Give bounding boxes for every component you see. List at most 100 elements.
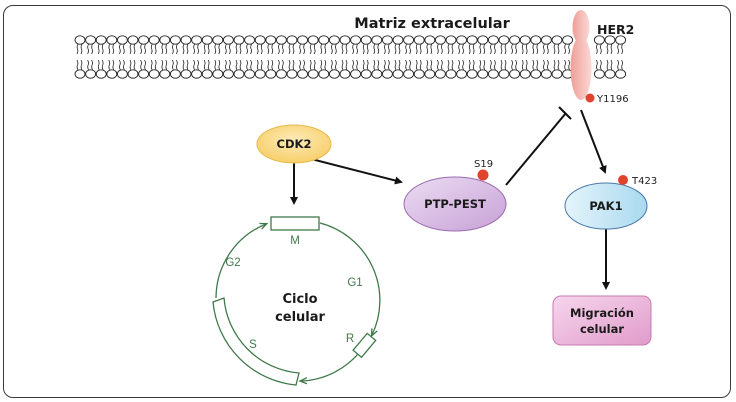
ptp-pest-node[interactable]: PTP-PEST: [403, 176, 507, 232]
lipid-tail: [621, 43, 623, 55]
cycle-arc-g2: [215, 224, 266, 299]
lipid-tail: [303, 43, 305, 55]
lipid-head: [424, 69, 436, 79]
lipid-head: [413, 35, 425, 45]
lipid-tail: [225, 59, 227, 71]
restriction-point-box: [352, 332, 377, 359]
lipid-tail: [140, 43, 142, 55]
lipid-tail: [515, 43, 517, 55]
lipid-head: [138, 69, 150, 79]
cell-membrane: [74, 35, 627, 79]
lipid-tail: [108, 43, 111, 55]
lipid-tail: [288, 43, 291, 55]
lipid-tail: [366, 59, 369, 71]
lipid-head: [265, 69, 277, 79]
lipid-tail: [207, 59, 210, 71]
lipid-tail: [214, 43, 217, 55]
lipid-tail: [225, 43, 227, 55]
lipid-tail: [207, 43, 210, 55]
lipid-head: [593, 69, 605, 79]
lipid-tail: [430, 59, 433, 71]
lipid-tail: [154, 43, 157, 55]
lipid-tail: [172, 43, 174, 55]
lipid-tail: [101, 43, 104, 55]
lipid-head: [487, 69, 499, 79]
lipid-head: [212, 69, 224, 79]
lipid-head: [350, 69, 362, 79]
lipid-tail: [250, 43, 252, 55]
lipid-tail: [504, 43, 507, 55]
lipid-tail: [97, 43, 100, 55]
lipid-tail: [235, 43, 238, 55]
lipid-head: [360, 35, 372, 45]
lipid-head: [509, 35, 521, 45]
lipid-tail: [129, 43, 132, 55]
lipid-head: [604, 35, 616, 45]
lipid-tail: [271, 59, 274, 71]
lipid-tail: [91, 59, 93, 71]
lipid-tail: [203, 43, 206, 55]
lipid-tail: [112, 59, 115, 71]
lipid-head: [519, 69, 531, 79]
lipid-head: [540, 69, 552, 79]
lipid-head: [74, 35, 86, 45]
lipid-head: [169, 35, 181, 45]
lipid-tail: [176, 43, 178, 55]
lipid-tail: [186, 43, 189, 55]
her2-receptor[interactable]: [570, 10, 592, 100]
lipid-head: [222, 69, 234, 79]
lipid-head: [127, 69, 139, 79]
lipid-head: [233, 69, 245, 79]
lipid-tail: [246, 59, 248, 71]
lipid-tail: [76, 59, 79, 71]
lipid-head: [593, 35, 605, 45]
cycle-arc-r-to-s: [301, 348, 363, 381]
lipid-head: [180, 69, 192, 79]
lipid-head: [297, 69, 309, 79]
lipid-tail: [430, 43, 433, 55]
lipid-tail: [278, 59, 280, 71]
cell-migration-label-line1: Migración: [570, 306, 634, 320]
lipid-tail: [409, 43, 411, 55]
lipid-tail: [377, 43, 380, 55]
pak1-node[interactable]: PAK1: [564, 182, 648, 230]
lipid-tail: [256, 59, 259, 71]
lipid-tail: [462, 43, 464, 55]
cell-cycle-title-line2: celular: [275, 310, 325, 325]
lipid-head: [477, 69, 489, 79]
lipid-tail: [451, 43, 454, 55]
lipid-head: [138, 35, 150, 45]
lipid-tail: [366, 43, 369, 55]
lipid-tail: [313, 43, 316, 55]
cdk2-ellipse: [256, 124, 332, 164]
lipid-head: [201, 35, 213, 45]
lipid-tail: [490, 43, 492, 55]
lipid-head: [530, 35, 542, 45]
lipid-head: [148, 69, 160, 79]
lipid-tail: [536, 43, 539, 55]
lipid-tail: [494, 59, 496, 71]
lipid-tail: [441, 43, 443, 55]
lipid-tail: [112, 43, 115, 55]
cdk2-node[interactable]: CDK2: [256, 124, 332, 164]
lipid-tail: [154, 59, 157, 71]
lipid-tail: [451, 59, 454, 71]
lipid-head: [212, 35, 224, 45]
lipid-head: [392, 69, 404, 79]
lipid-head: [562, 35, 574, 45]
lipid-tail: [479, 43, 482, 55]
lipid-head: [509, 69, 521, 79]
lipid-tail: [409, 59, 411, 71]
cell-cycle-diagram[interactable]: [212, 216, 381, 386]
t423-label: T423: [631, 176, 657, 187]
ptp-pest-label: PTP-PEST: [424, 197, 486, 211]
extracellular-matrix-label: Matriz extracelular: [354, 16, 510, 32]
lipid-tail: [229, 43, 231, 55]
lipid-head: [445, 35, 457, 45]
lipid-tail: [504, 59, 507, 71]
cell-migration-node[interactable]: Migración celular: [552, 295, 652, 346]
lipid-tail: [356, 59, 358, 71]
lipid-tail: [557, 59, 560, 71]
lipid-tail: [468, 59, 471, 71]
